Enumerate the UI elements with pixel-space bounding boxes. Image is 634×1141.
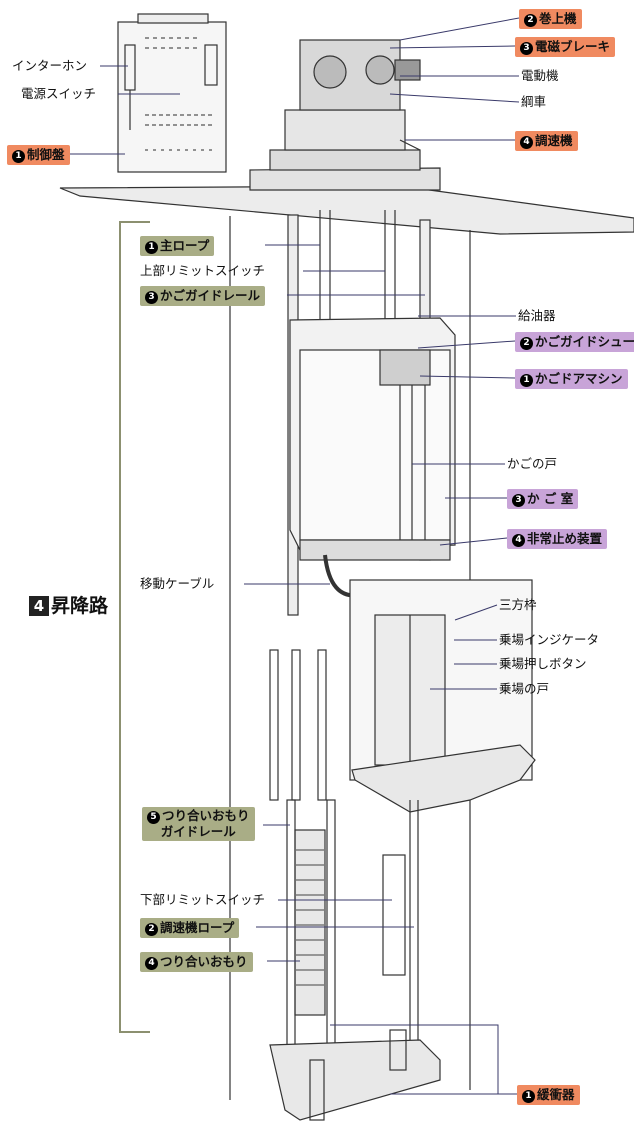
intercom-label: インターホン	[12, 58, 88, 73]
hoistway-bracket	[119, 221, 150, 1033]
upper-limit-switch-label: 上部リミットスイッチ	[140, 263, 266, 278]
lower-limit-switch-label: 下部リミットスイッチ	[140, 892, 266, 907]
hall-door-label: 乗場の戸	[499, 681, 550, 696]
control-panel-drawing	[117, 21, 227, 173]
car-door-label: かごの戸	[507, 456, 558, 471]
counterweight-drawing	[294, 829, 326, 1016]
oiler-label: 給油器	[518, 308, 556, 323]
sheave-label: 綱車	[521, 94, 547, 109]
hall-indicator-label: 乗場インジケータ	[499, 632, 600, 647]
travel-cable-label: 移動ケーブル	[140, 576, 215, 591]
frame-label: 三方枠	[499, 597, 537, 612]
motor-label: 電動機	[521, 68, 559, 83]
hall-button-label: 乗場押しボタン	[499, 656, 587, 671]
power-switch-label: 電源スイッチ	[21, 86, 97, 101]
